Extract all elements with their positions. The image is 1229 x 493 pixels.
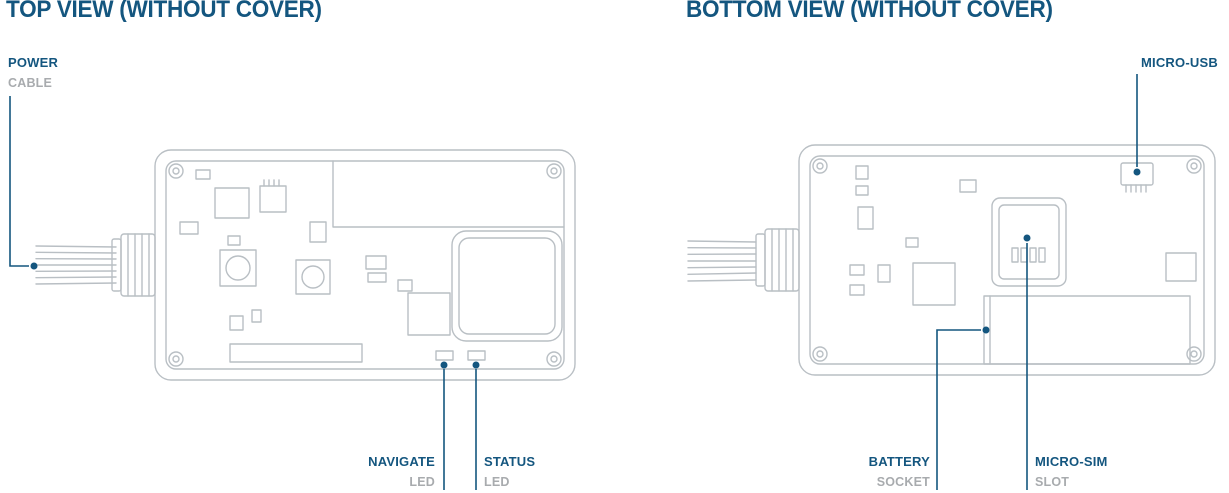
leader-lines	[10, 74, 1137, 490]
cable-grommet	[112, 234, 155, 296]
battery-socket-area	[984, 296, 1190, 364]
navigate-label-text: NAVIGATE	[285, 451, 435, 472]
power-cable-label: POWER CABLE	[8, 52, 58, 94]
battery-leader-line	[937, 330, 981, 490]
navigate-leader-dot	[441, 362, 448, 369]
bottom-view-title: BOTTOM VIEW (WITHOUT COVER)	[686, 0, 1053, 24]
status-leader-dot	[473, 362, 480, 369]
micro-usb-leader-dot	[1134, 169, 1141, 176]
top-view-device	[36, 150, 575, 380]
micro-usb-label: MICRO-USB	[1141, 52, 1218, 73]
pcb-components-bottom	[850, 166, 1196, 305]
screw-holes-bottom	[813, 159, 1201, 361]
micro-sim-slot	[992, 198, 1066, 286]
leader-dots	[31, 169, 1141, 369]
micro-sim-label: MICRO-SIM SLOT	[1035, 451, 1108, 493]
board-partition	[333, 161, 564, 227]
micro-sim-label-text: MICRO-SIM	[1035, 451, 1108, 472]
navigate-led	[436, 351, 453, 360]
power-sublabel-text: CABLE	[8, 73, 58, 94]
pcb-components-top	[180, 170, 562, 362]
cable-grommet-bottom	[756, 229, 799, 291]
micro-usb-connector	[1121, 163, 1153, 192]
top-view-title: TOP VIEW (WITHOUT COVER)	[6, 0, 322, 24]
battery-leader-dot	[983, 327, 990, 334]
status-led	[468, 351, 485, 360]
device-outer-case	[155, 150, 575, 380]
navigate-led-label: NAVIGATE LED	[285, 451, 435, 493]
power-leader-dot	[31, 263, 38, 270]
battery-label-text: BATTERY	[780, 451, 930, 472]
power-leader-line	[10, 96, 29, 266]
power-cable-wires	[36, 246, 116, 284]
micro-usb-label-text: MICRO-USB	[1141, 52, 1218, 73]
gnss-module	[452, 231, 562, 341]
power-label-text: POWER	[8, 52, 58, 73]
status-label-text: STATUS	[484, 451, 535, 472]
bottom-view-device	[688, 145, 1215, 375]
screw-holes	[169, 164, 561, 366]
micro-sim-leader-dot	[1024, 235, 1031, 242]
device-inner-case-bottom	[810, 156, 1204, 364]
battery-socket-label: BATTERY SOCKET	[780, 451, 930, 493]
status-led-label: STATUS LED	[484, 451, 535, 493]
power-cable-wires-bottom	[688, 241, 756, 281]
